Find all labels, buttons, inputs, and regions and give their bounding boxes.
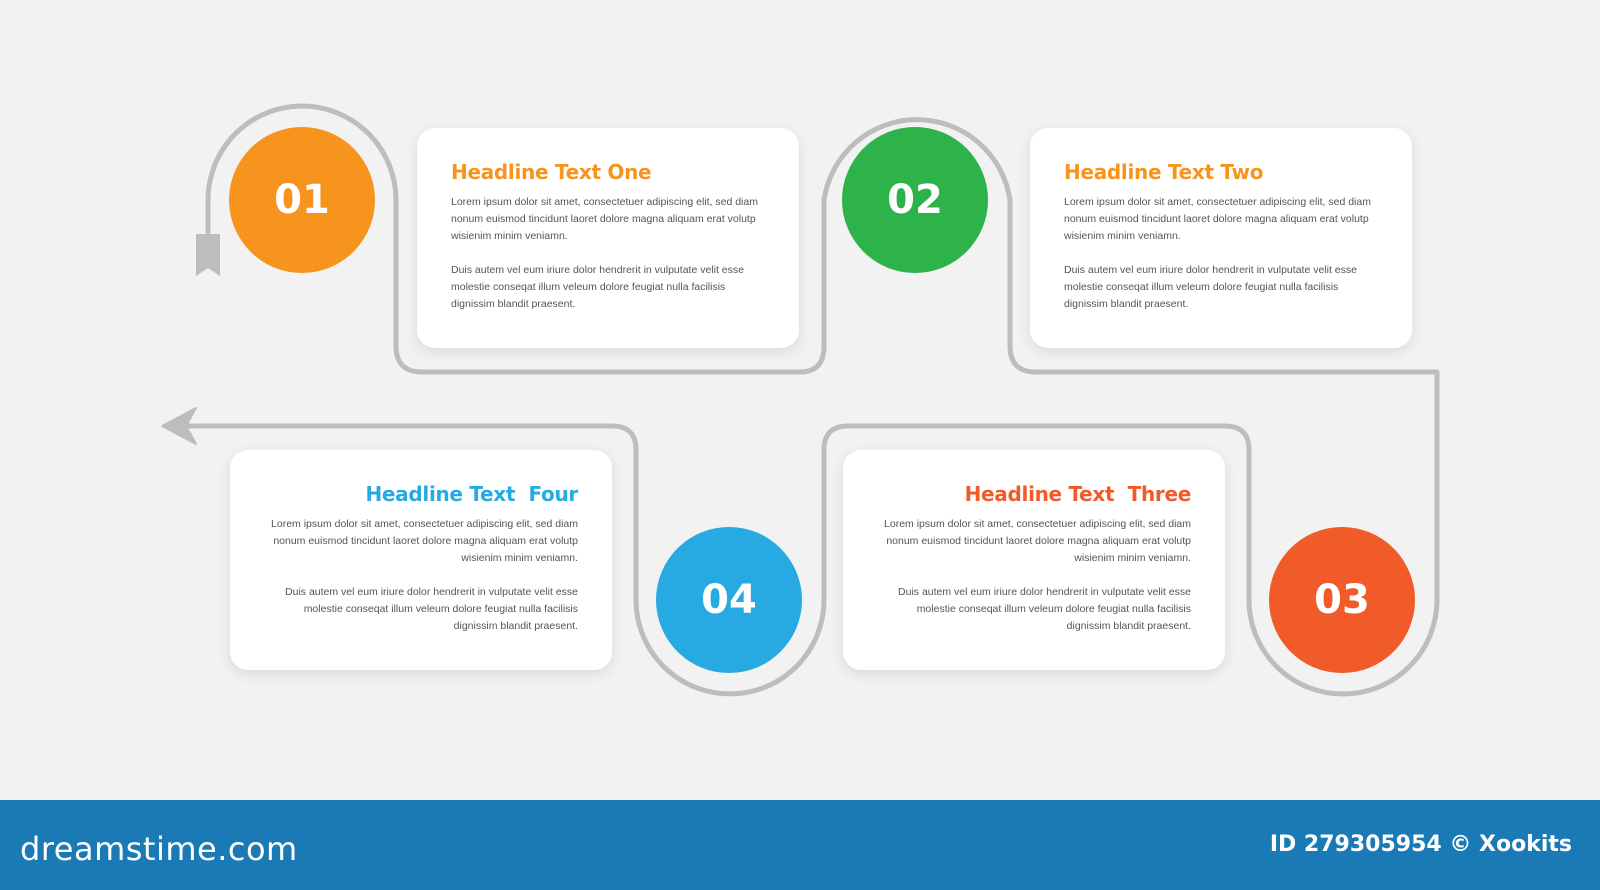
step-2-card: Headline Text Two Lorem ipsum dolor sit … [1030, 128, 1412, 348]
connector-path [161, 103, 1440, 697]
start-tail-icon [196, 234, 220, 276]
step-3-paragraph-1: Lorem ipsum dolor sit amet, consectetuer… [884, 518, 1191, 564]
step-1-number-badge: 01 [229, 127, 375, 273]
watermark-footer: dreamstime.com ID 279305954 © Xookits [0, 800, 1600, 890]
step-4-card: Headline Text Four Lorem ipsum dolor sit… [230, 450, 612, 670]
footer-brand: dreamstime.com [20, 830, 298, 868]
step-3-card: Headline Text Three Lorem ipsum dolor si… [843, 450, 1225, 670]
step-3-headline: Headline Text Three [964, 482, 1192, 506]
step-4-number-badge: 04 [656, 527, 802, 673]
step-1-card: Headline Text One Lorem ipsum dolor sit … [417, 128, 799, 348]
end-arrow-icon [161, 407, 197, 445]
step-4-paragraph-2: Duis autem vel eum iriure dolor hendreri… [285, 586, 578, 632]
step-1-paragraph-1: Lorem ipsum dolor sit amet, consectetuer… [451, 196, 758, 242]
step-4-headline: Headline Text Four [365, 482, 578, 506]
step-2-headline: Headline Text Two [1064, 160, 1264, 184]
step-2-paragraph-1: Lorem ipsum dolor sit amet, consectetuer… [1064, 196, 1371, 242]
footer-credit: ID 279305954 © Xookits [1269, 832, 1572, 857]
step-1-headline: Headline Text One [451, 160, 652, 184]
step-1-paragraph-2: Duis autem vel eum iriure dolor hendreri… [451, 264, 744, 310]
step-2-number-badge: 02 [842, 127, 988, 273]
step-3-number-badge: 03 [1269, 527, 1415, 673]
step-3-paragraph-2: Duis autem vel eum iriure dolor hendreri… [898, 586, 1191, 632]
step-2-paragraph-2: Duis autem vel eum iriure dolor hendreri… [1064, 264, 1357, 310]
connector-line [173, 103, 1440, 697]
step-4-paragraph-1: Lorem ipsum dolor sit amet, consectetuer… [271, 518, 578, 564]
timeline-infographic: 01 Headline Text One Lorem ipsum dolor s… [161, 103, 1440, 697]
